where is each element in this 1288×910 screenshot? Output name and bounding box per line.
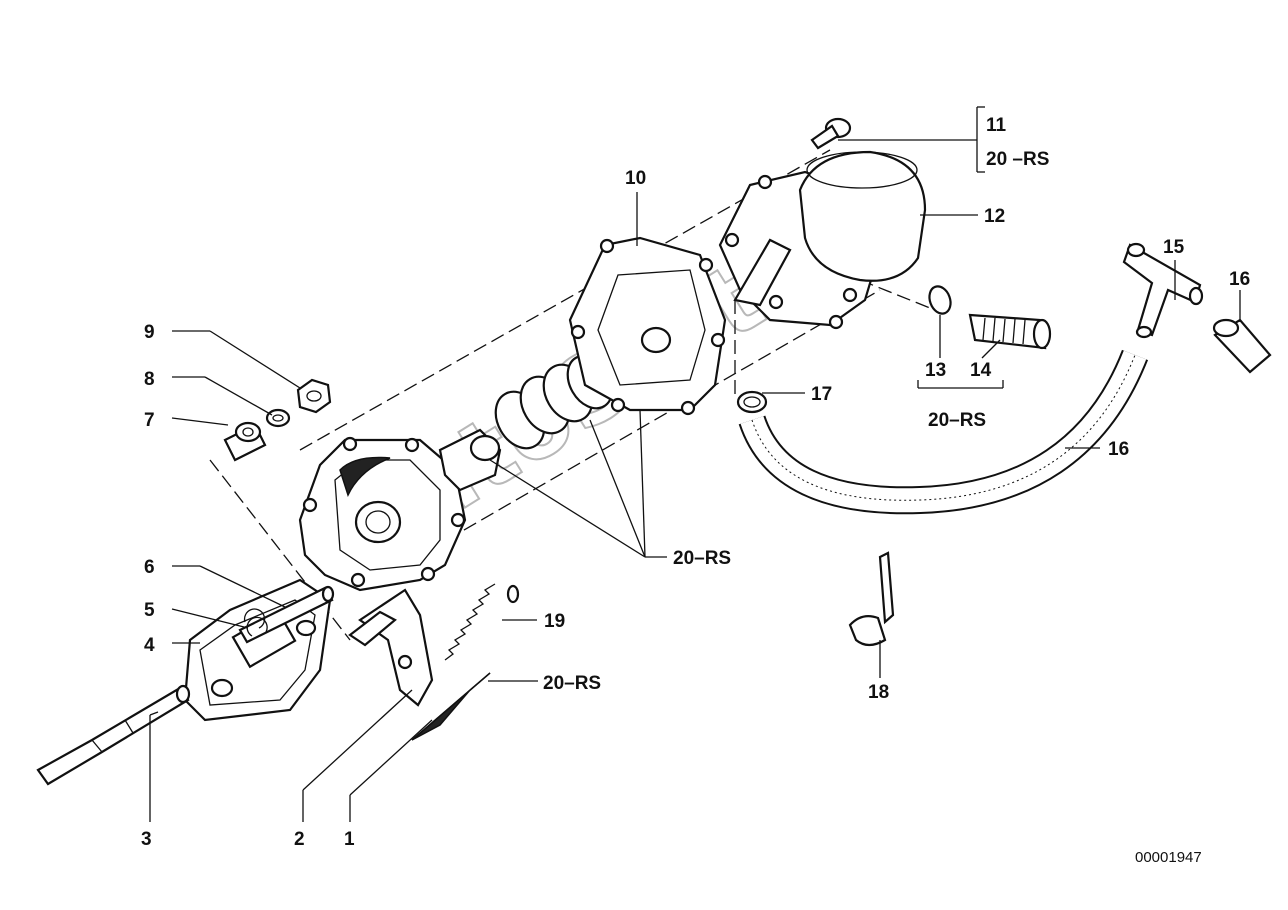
callout-8: 8 <box>144 369 155 390</box>
hose-fitting <box>968 313 1052 350</box>
spring-washer <box>265 408 291 428</box>
callout-16-short-hose: 16 <box>1229 269 1250 290</box>
callout-2: 2 <box>294 829 305 850</box>
lever-spring <box>444 583 520 661</box>
callout-20-rs-spring: 20–RS <box>543 673 601 694</box>
callout-1: 1 <box>344 829 355 850</box>
callout-13: 13 <box>925 360 946 381</box>
callout-12: 12 <box>984 206 1005 227</box>
callout-7: 7 <box>144 410 155 431</box>
pump-shaft <box>36 684 191 786</box>
callout-11: 11 <box>986 115 1007 136</box>
callout-3: 3 <box>141 829 152 850</box>
short-hose <box>1212 318 1272 374</box>
callout-20-rs-bracket: 20–RS <box>928 410 986 431</box>
callout-15: 15 <box>1163 237 1185 258</box>
callout-9: 9 <box>144 322 155 343</box>
bracket-clip <box>848 551 895 647</box>
filter-screen <box>411 672 491 741</box>
callout-16-long-hose: 16 <box>1108 439 1129 460</box>
callout-17: 17 <box>811 384 832 405</box>
cover-screw <box>810 117 852 150</box>
callout-18: 18 <box>868 682 889 703</box>
callout-14: 14 <box>970 360 992 381</box>
spring-cup <box>438 428 502 492</box>
leader-lines <box>149 106 1241 822</box>
callout-4: 4 <box>144 635 155 656</box>
reference-number: 00001947 <box>1135 849 1202 866</box>
pump-pin <box>238 585 335 644</box>
pump-lever <box>348 588 434 707</box>
hex-nut <box>296 378 332 414</box>
pump-top-cover <box>718 150 927 330</box>
pin-clip <box>243 608 268 637</box>
callout-20-rs-middle: 20–RS <box>673 548 731 569</box>
callout-6: 6 <box>144 557 155 578</box>
sleeve-washer <box>223 421 267 462</box>
t-piece <box>1122 242 1204 339</box>
callout-10: 10 <box>625 168 646 189</box>
callout-19: 19 <box>544 611 565 632</box>
seal-ring <box>928 285 952 315</box>
diaphragm <box>568 236 727 416</box>
fuel-hose <box>738 349 1149 515</box>
hose-clamp <box>736 390 768 414</box>
callout-labels: 1 2 3 4 5 6 7 8 9 10 11 12 13 14 15 16 1… <box>141 115 1250 850</box>
callout-5: 5 <box>144 600 155 621</box>
pump-middle-housing <box>298 436 467 592</box>
callout-20-rs-top: 20 –RS <box>986 149 1049 170</box>
